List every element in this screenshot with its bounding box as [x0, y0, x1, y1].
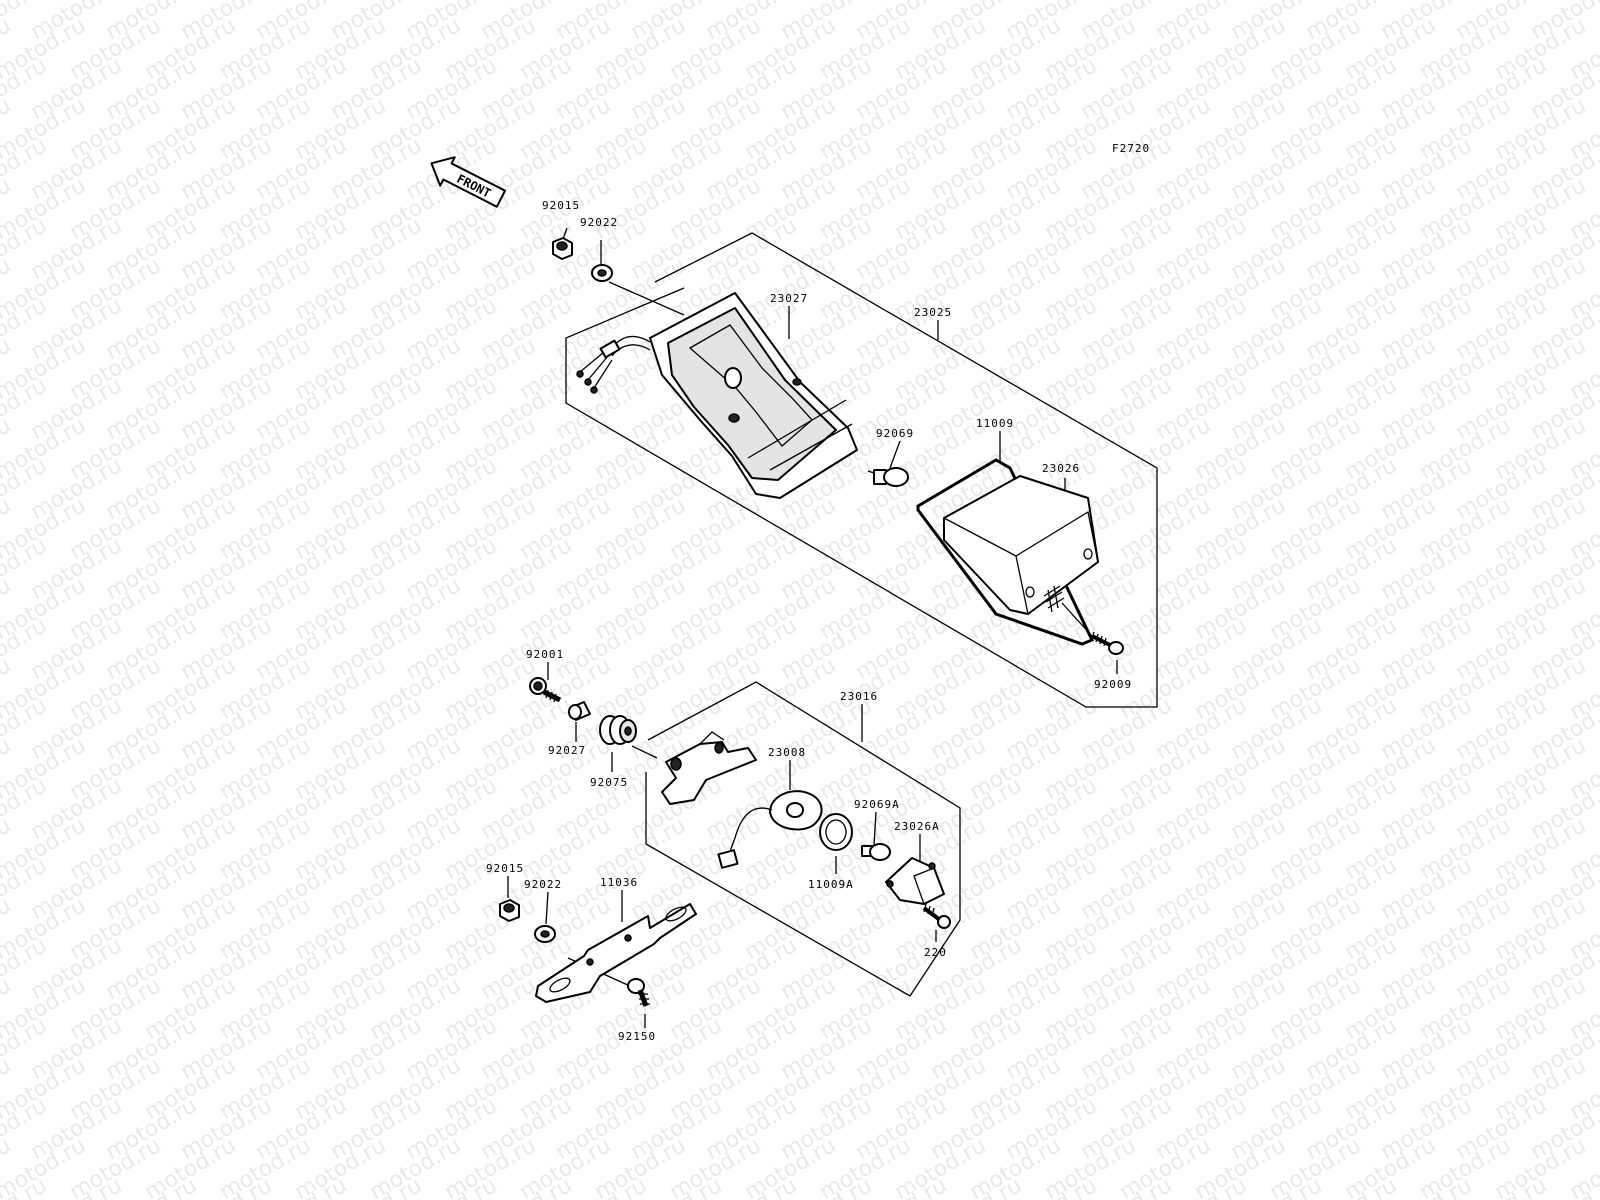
label-92015-top: 92015 — [542, 199, 580, 212]
label-11009A: 11009A — [808, 878, 854, 891]
label-23026: 23026 — [1042, 462, 1080, 475]
bulb-92069 — [867, 467, 909, 487]
grommet-92075 — [599, 715, 637, 745]
figure-code: F2720 — [1112, 142, 1150, 155]
label-92022-bottom: 92022 — [524, 878, 562, 891]
nut-92015-top — [552, 237, 573, 260]
label-92069: 92069 — [876, 427, 914, 440]
label-220: 220 — [924, 946, 947, 959]
label-23008: 23008 — [768, 746, 806, 759]
label-23025: 23025 — [914, 306, 952, 319]
washer-92022-top — [591, 264, 613, 282]
collar-92027 — [568, 701, 591, 721]
label-23016: 23016 — [840, 690, 878, 703]
label-92015-bottom: 92015 — [486, 862, 524, 875]
label-92022-top: 92022 — [580, 216, 618, 229]
label-92069A: 92069A — [854, 798, 900, 811]
label-92075: 92075 — [590, 776, 628, 789]
label-92150: 92150 — [618, 1030, 656, 1043]
ring-11009A — [819, 813, 853, 851]
label-23027: 23027 — [770, 292, 808, 305]
label-92001: 92001 — [526, 648, 564, 661]
label-11009: 11009 — [976, 417, 1014, 430]
label-92027: 92027 — [548, 744, 586, 757]
label-23026A: 23026A — [894, 820, 940, 833]
washer-92022-bottom — [534, 925, 556, 943]
label-92009: 92009 — [1094, 678, 1132, 691]
label-11036: 11036 — [600, 876, 638, 889]
nut-92015-bottom — [499, 899, 520, 922]
